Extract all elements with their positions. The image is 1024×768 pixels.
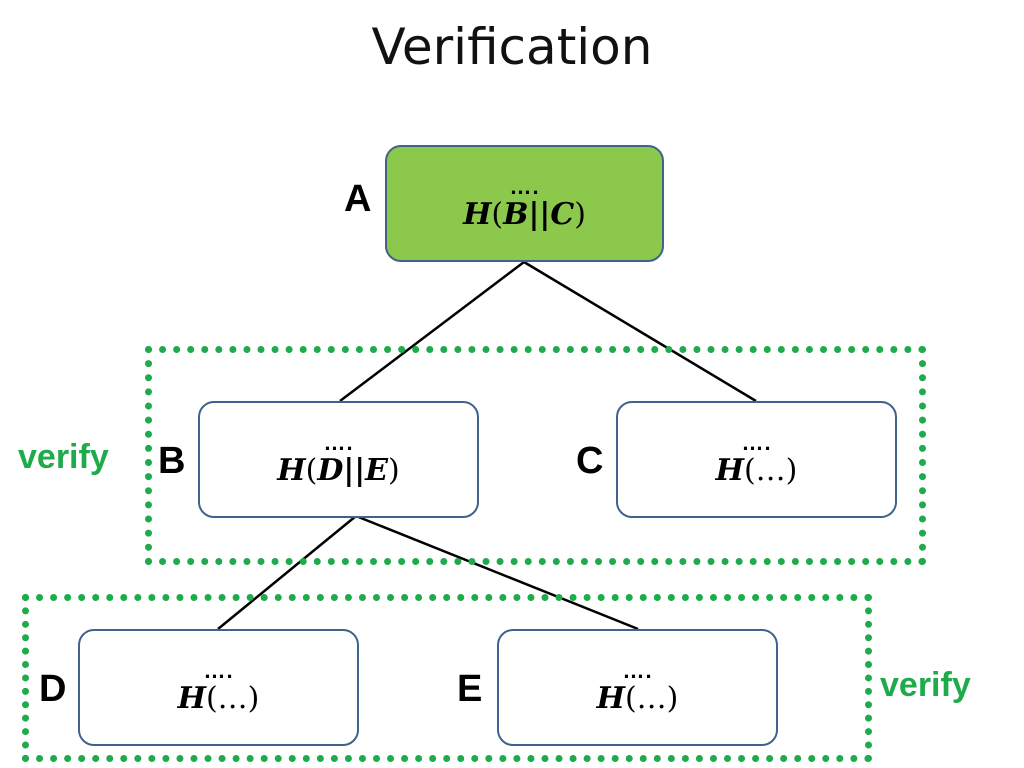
node-d-args: …	[217, 680, 248, 716]
node-b: …. H(D||E)	[198, 401, 479, 518]
edge-b-e	[355, 514, 639, 631]
node-b-dots: ….	[323, 429, 354, 455]
node-e-dots: ….	[622, 657, 653, 683]
node-c-dots: ….	[741, 429, 772, 455]
node-b-hash: H(D||E)	[277, 452, 400, 488]
node-e: …. H(…)	[497, 629, 778, 746]
edge-a-c	[523, 260, 757, 403]
node-c-args: …	[755, 452, 786, 488]
node-d: …. H(…)	[78, 629, 359, 746]
edge-a-b	[339, 261, 525, 402]
node-a-func: H	[463, 196, 492, 232]
node-label-b: B	[158, 440, 186, 482]
node-e-hash: H(…)	[596, 680, 679, 716]
node-a: …. H(B||C)	[385, 145, 664, 262]
verify-label-d-e: verify	[880, 666, 971, 704]
node-b-args: D||E	[317, 452, 389, 488]
node-c-hash: H(…)	[715, 452, 798, 488]
page-title: Verification	[371, 18, 653, 76]
node-label-c: C	[576, 440, 604, 482]
verify-box-b-c	[145, 346, 926, 565]
verify-label-b-c: verify	[18, 438, 109, 476]
node-b-func: H	[277, 452, 306, 488]
edge-b-d	[217, 515, 357, 630]
node-e-args: …	[636, 680, 667, 716]
node-d-hash: H(…)	[177, 680, 260, 716]
node-e-func: H	[596, 680, 625, 716]
node-a-args: B||C	[503, 196, 575, 232]
verify-box-d-e	[22, 594, 872, 762]
node-label-a: A	[344, 178, 372, 220]
node-c-func: H	[715, 452, 744, 488]
node-a-hash: H(B||C)	[463, 196, 586, 232]
node-label-e: E	[457, 668, 483, 710]
node-a-dots: ….	[509, 173, 540, 199]
node-d-dots: ….	[203, 657, 234, 683]
node-c: …. H(…)	[616, 401, 897, 518]
node-d-func: H	[177, 680, 206, 716]
node-label-d: D	[39, 668, 67, 710]
